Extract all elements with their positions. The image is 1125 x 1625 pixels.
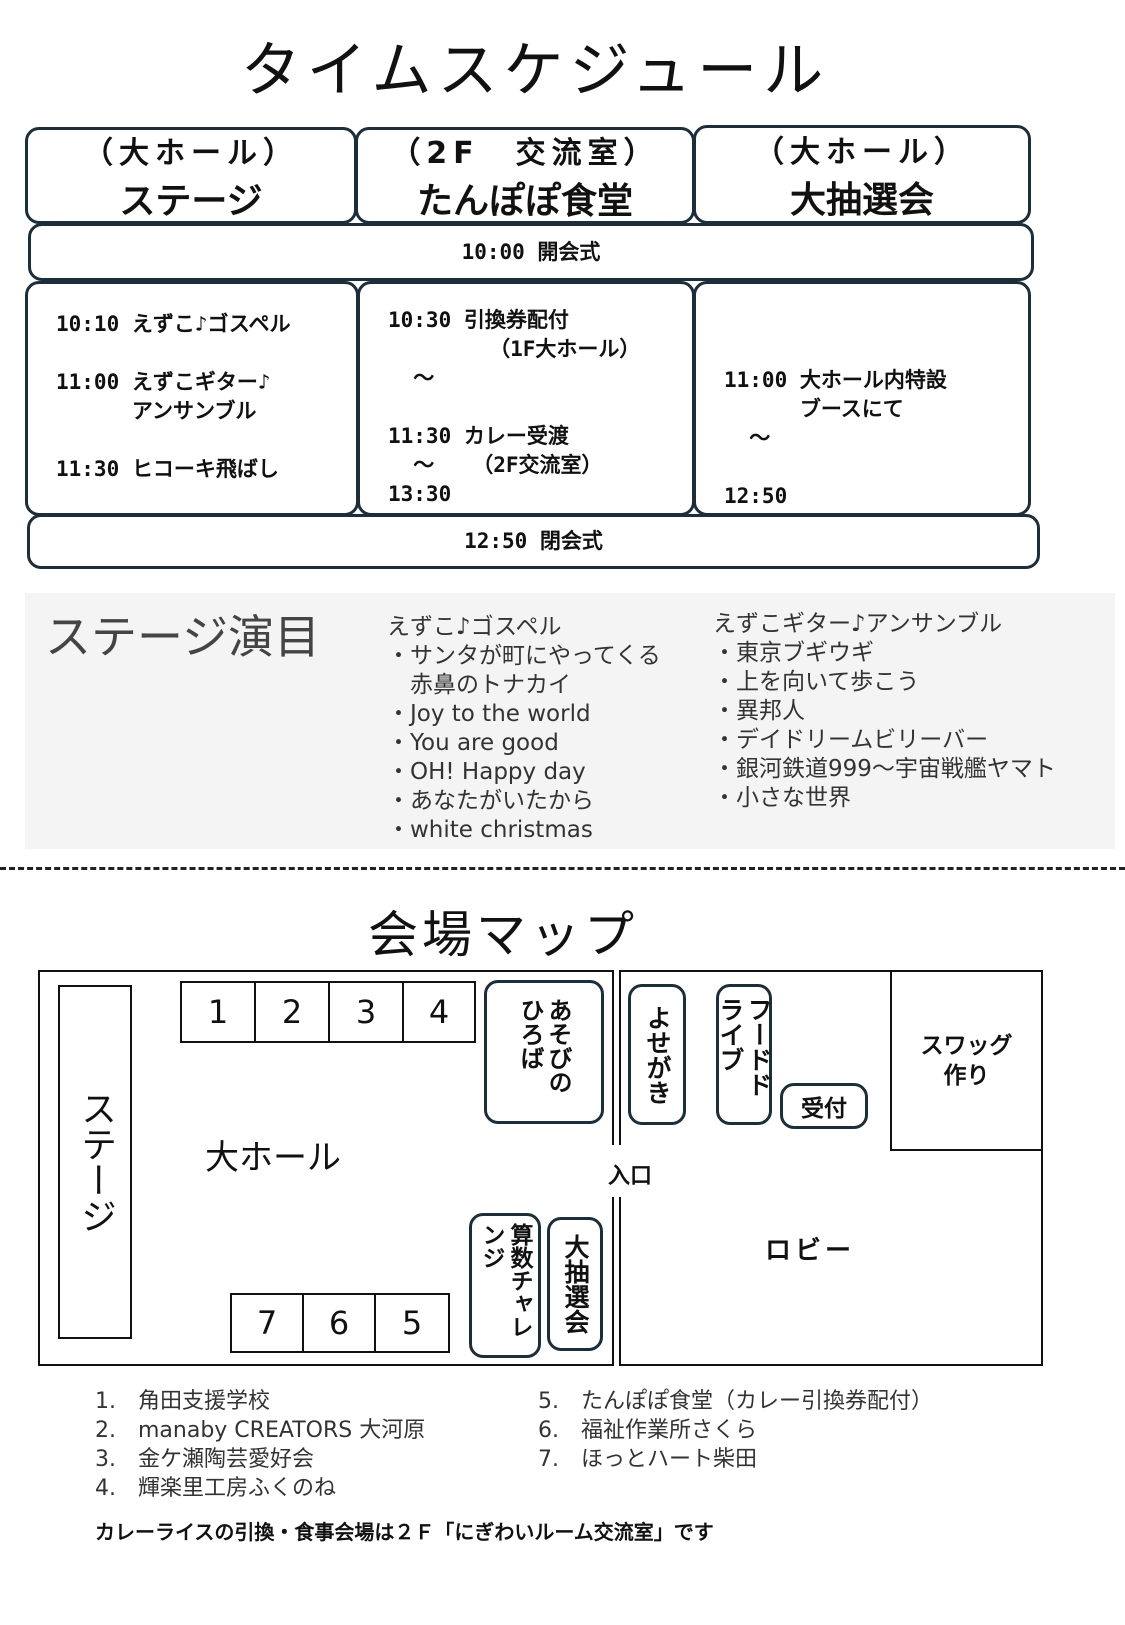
booth-7: 7 (230, 1293, 304, 1353)
asobi-label: あそびのひろば (516, 998, 572, 1094)
column-header-stage: （大ホール） ステージ (25, 127, 357, 224)
math-label: 算数チャレンジ (478, 1223, 532, 1338)
lottery-line: 11:00 大ホール内特設 (724, 368, 947, 392)
column-header-lottery: （大ホール） 大抽選会 (693, 125, 1031, 224)
program-item: ・デイドリームビリーバー (713, 727, 989, 753)
booth-1: 1 (180, 981, 256, 1043)
yosegaki-booth: よせがき (628, 984, 686, 1125)
lottery-line (724, 308, 1028, 337)
program-item: ・Joy to the world (387, 701, 591, 727)
group-name: えずこギター♪アンサンブル (713, 611, 1003, 637)
column-place: （大ホール） (754, 134, 970, 170)
column-header-cafeteria: （2F 交流室） たんぽぽ食堂 (355, 127, 695, 224)
yosegaki-label: よせがき (643, 1004, 672, 1105)
legend-item: 5. たんぽぽ食堂（カレー引換券配付） (538, 1389, 933, 1414)
booth-4: 4 (402, 981, 476, 1043)
stage-line: 11:00 えずこギター♪ (56, 370, 271, 394)
stage-line: アンサンブル (56, 399, 257, 423)
program-group-guitar: えずこギター♪アンサンブル ・東京ブギウギ ・上を向いて歩こう ・異邦人 ・デイ… (713, 610, 1056, 813)
booth-5: 5 (374, 1293, 450, 1353)
column-place: （2F 交流室） (390, 135, 660, 171)
legend-item: 1. 角田支援学校 (95, 1389, 270, 1414)
legend-item: 2. manaby CREATORS 大河原 (95, 1418, 426, 1443)
asobi-hiroba-booth: あそびのひろば (484, 980, 604, 1124)
cafeteria-line: 11:30 カレー受渡 (388, 424, 569, 448)
reception-label: 受付 (801, 1096, 847, 1122)
lottery-schedule-cell: 11:00 大ホール内特設 ブースにて ～ 12:50 (693, 281, 1031, 516)
column-place: （大ホール） (83, 135, 299, 171)
closing-text: 12:50 閉会式 (464, 529, 603, 553)
entrance-gap (608, 1145, 624, 1197)
stage-schedule-cell: 10:10 えずこ♪ゴスペル 11:00 えずこギター♪ アンサンブル 11:3… (25, 281, 359, 516)
legend-item: 6. 福祉作業所さくら (538, 1418, 757, 1443)
legend-right: 5. たんぽぽ食堂（カレー引換券配付） 6. 福祉作業所さくら 7. ほっとハー… (538, 1387, 933, 1474)
curry-note: カレーライスの引換・食事会場は２Ｆ「にぎわいルーム交流室」です (95, 1520, 714, 1544)
stage-line (56, 339, 356, 368)
cafeteria-line (388, 393, 692, 422)
column-name: ステージ (119, 180, 263, 222)
booth-3: 3 (328, 981, 404, 1043)
legend-left: 1. 角田支援学校 2. manaby CREATORS 大河原 3. 金ケ瀬陶… (95, 1387, 425, 1503)
program-item: ・あなたがいたから (387, 788, 594, 814)
math-challenge-booth: 算数チャレンジ (469, 1213, 541, 1358)
program-item: ・サンタが町にやってくる (387, 643, 661, 669)
map-title: 会場マップ (368, 906, 638, 964)
swag-area: スワッグ作り (890, 970, 1043, 1151)
legend-item: 4. 輝楽里工房ふくのね (95, 1476, 336, 1501)
cafeteria-schedule-cell: 10:30 引換券配付 （1F大ホール） ～ 11:30 カレー受渡 ～ （2F… (357, 281, 695, 516)
column-name: たんぽぽ食堂 (416, 180, 633, 222)
lottery-line (724, 337, 1028, 366)
cafeteria-line: ～ （2F交流室） (388, 453, 603, 477)
page-title: タイムスケジュール (240, 36, 830, 106)
booth-2: 2 (254, 981, 330, 1043)
booth-6: 6 (302, 1293, 376, 1353)
lottery-label: 大抽選会 (561, 1234, 590, 1334)
opening-ceremony-bar: 10:00 開会式 (28, 223, 1034, 281)
cafeteria-line: ～ (388, 366, 435, 390)
program-title: ステージ演目 (45, 610, 321, 664)
program-item: ・You are good (387, 730, 559, 756)
group-name: えずこ♪ゴスペル (387, 614, 562, 640)
cafeteria-line: 13:30 (388, 482, 452, 506)
lottery-line: ブースにて (724, 397, 904, 421)
program-item: ・東京ブギウギ (713, 640, 874, 666)
column-name: 大抽選会 (789, 179, 934, 221)
cafeteria-line: 10:30 引換券配付 (388, 308, 569, 332)
entrance-label: 入口 (608, 1164, 653, 1189)
swag-label: スワッグ作り (920, 1032, 1013, 1089)
lottery-booth: 大抽選会 (547, 1217, 603, 1351)
stage-line (56, 426, 356, 455)
lobby-label: ロビー (765, 1236, 856, 1266)
stage-label: ステージ (75, 1090, 116, 1234)
reception-booth: 受付 (780, 1083, 868, 1129)
stage-area: ステージ (58, 985, 132, 1339)
lottery-line (724, 453, 1028, 482)
food-drive-label: フードドライブ (716, 996, 773, 1097)
program-item: ・上を向いて歩こう (713, 669, 920, 695)
lottery-line: ～ (724, 426, 771, 450)
hall-label: 大ホール (205, 1138, 341, 1178)
food-drive-booth: フードドライブ (716, 984, 773, 1125)
stage-line: 11:30 ヒコーキ飛ばし (56, 457, 279, 481)
program-item: ・異邦人 (713, 698, 805, 724)
stage-program-panel: ステージ演目 えずこ♪ゴスペル ・サンタが町にやってくる 赤鼻のトナカイ ・Jo… (25, 593, 1115, 849)
cafeteria-line: （1F大ホール） (388, 337, 641, 361)
program-item: ・銀河鉄道999～宇宙戦艦ヤマト (713, 756, 1056, 782)
stage-line: 10:10 えずこ♪ゴスペル (56, 312, 291, 336)
lottery-line: 12:50 (724, 484, 788, 508)
dashed-divider (0, 867, 1125, 870)
program-item: 赤鼻のトナカイ (387, 672, 571, 698)
program-group-gospel: えずこ♪ゴスペル ・サンタが町にやってくる 赤鼻のトナカイ ・Joy to th… (387, 613, 661, 845)
legend-item: 3. 金ケ瀬陶芸愛好会 (95, 1447, 314, 1472)
program-item: ・小さな世界 (713, 785, 851, 811)
closing-ceremony-bar: 12:50 閉会式 (27, 514, 1040, 569)
program-item: ・white christmas (387, 817, 593, 843)
program-item: ・OH! Happy day (387, 759, 586, 785)
opening-text: 10:00 開会式 (461, 239, 601, 264)
legend-item: 7. ほっとハート柴田 (538, 1447, 757, 1472)
